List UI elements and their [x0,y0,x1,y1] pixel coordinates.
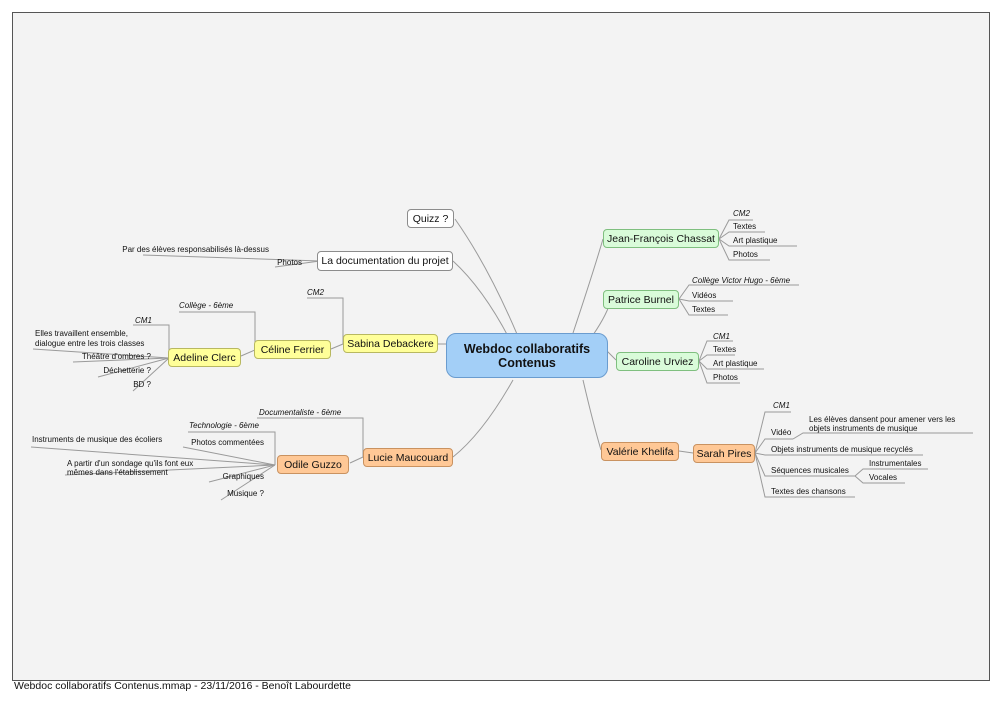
patrice-child-videos: Vidéos [692,291,717,300]
odile-note: Technologie - 6ème [189,421,259,430]
caroline-child-art: Art plastique [713,359,758,368]
topic-quizz[interactable]: Quizz ? [407,209,454,228]
lucie-note: Documentaliste - 6ème [259,408,342,417]
sarah-child-danse-1: Les élèves dansent pour amener vers les [809,415,956,424]
jf-child-photos: Photos [733,250,758,259]
adeline-child-bd: BD ? [133,380,151,389]
sarah-child-instrumentales: Instrumentales [869,459,922,468]
jf-child-textes: Textes [733,222,757,231]
topic-sabina-debackere[interactable]: Sabina Debackere [343,334,438,353]
sarah-child-textes: Textes des chansons [771,487,846,496]
adeline-child-elles: Elles travaillent ensemble, [35,329,128,338]
topic-sarah-pires[interactable]: Sarah Pires [693,444,755,463]
sarah-note: CM1 [773,401,790,410]
topic-lucie-maucouard[interactable]: Lucie Maucouard [363,448,453,467]
celine-note: Collège - 6ème [179,301,234,310]
odile-child-sondage-2: mêmes dans l'établissement [67,468,168,477]
topic-documentation[interactable]: La documentation du projet [317,251,453,271]
link-lucie [452,379,514,458]
mindmap-canvas: Webdoc collaboratifs Contenus Quizz ? La… [12,12,990,681]
caroline-child-textes: Textes [713,345,737,354]
topic-odile-guzzo[interactable]: Odile Guzzo [277,455,349,474]
adeline-note: CM1 [135,316,152,325]
sarah-child-video: Vidéo [771,428,792,437]
topic-jean-francois-chassat[interactable]: Jean-François Chassat [603,229,719,248]
odile-child-musique: Musique ? [227,489,264,498]
jf-note: CM2 [733,209,750,218]
adeline-child-dechetterie: Déchetterie ? [103,366,151,375]
file-footer: Webdoc collaboratifs Contenus.mmap - 23/… [14,680,351,692]
central-topic-line2: Contenus [498,355,556,370]
patrice-note: Collège Victor Hugo - 6ème [692,276,791,285]
sarah-child-sequences: Séquences musicales [771,466,849,475]
link-valerie [582,379,602,451]
patrice-child-textes: Textes [692,305,716,314]
jf-child-art: Art plastique [733,236,778,245]
topic-patrice-burnel[interactable]: Patrice Burnel [603,290,679,309]
caroline-child-photos: Photos [713,373,738,382]
sarah-child-vocales: Vocales [869,473,898,482]
connector-lines [30,218,973,501]
central-topic[interactable]: Webdoc collaboratifs Contenus [446,333,608,378]
topic-valerie-khelifa[interactable]: Valérie Khelifa [601,442,679,461]
central-topic-line1: Webdoc collaboratifs [463,341,591,356]
adeline-child-dialogue: dialogue entre les trois classes [35,339,145,348]
link-jf [572,238,604,334]
topic-celine-ferrier[interactable]: Céline Ferrier [254,340,331,359]
sabina-note: CM2 [307,288,324,297]
sarah-child-danse-2: objets instruments de musique [809,424,918,433]
sarah-child-objets: Objets instruments de musique recyclés [771,445,913,454]
topic-caroline-urviez[interactable]: Caroline Urviez [616,352,699,371]
adeline-child-theatre: Théâtre d'ombres ? [81,352,151,361]
odile-child-instruments: Instruments de musique des écoliers [32,435,163,444]
odile-child-sondage-1: A partir d'un sondage qu'ils font eux [67,459,194,468]
doc-child-photos: Photos [277,258,302,267]
link-caroline [606,350,617,361]
topic-adeline-clerc[interactable]: Adeline Clerc [168,348,241,367]
caroline-note: CM1 [713,332,730,341]
odile-child-photos: Photos commentées [191,438,264,447]
odile-child-graphiques: Graphiques [222,472,264,481]
doc-child-eleves: Par des élèves responsabilisés là-dessus [122,245,269,254]
